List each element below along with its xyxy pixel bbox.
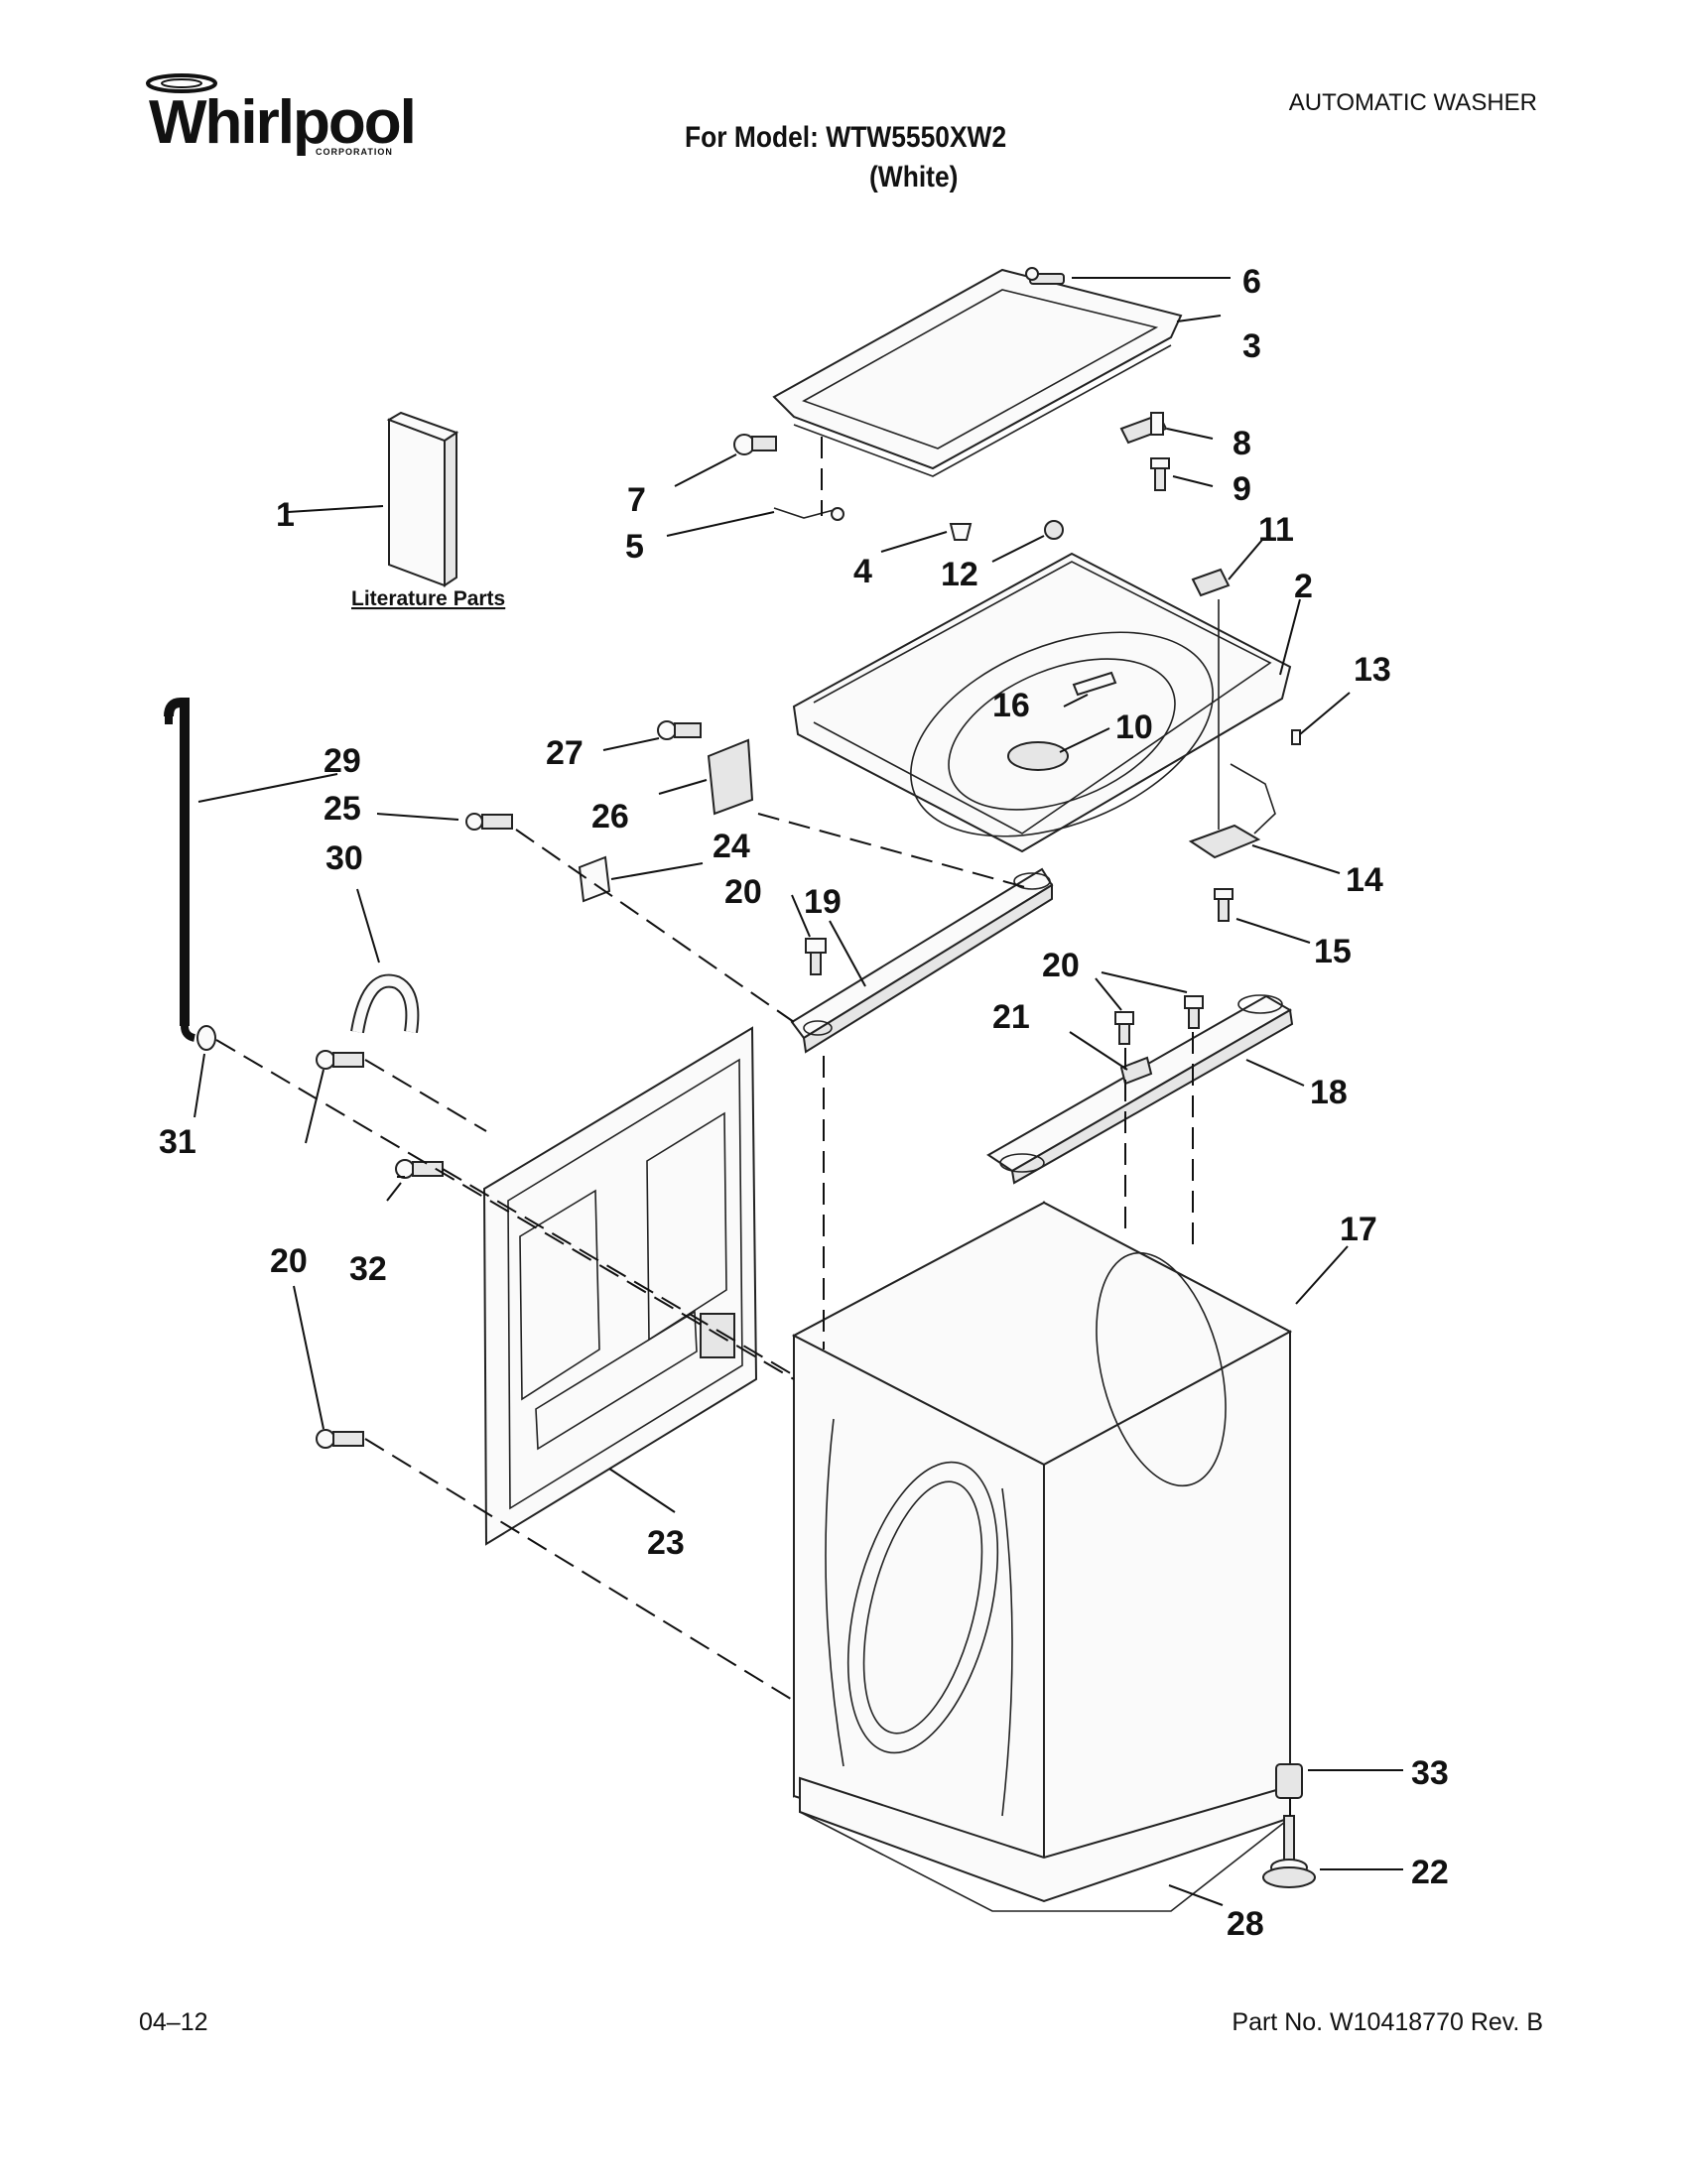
callout-23: 23 — [647, 1524, 685, 1562]
callout-10: 10 — [1115, 708, 1153, 746]
rear-panel-23 — [482, 1026, 758, 1546]
callout-13: 13 — [1354, 651, 1391, 689]
callout-25: 25 — [324, 790, 361, 828]
washer-top — [792, 552, 1292, 853]
cabinet-17 — [791, 1201, 1293, 1877]
callout-26: 26 — [591, 798, 629, 835]
grommet-12 — [1044, 520, 1064, 540]
screw-15 — [1214, 888, 1234, 922]
clip-13 — [1291, 729, 1301, 745]
screw-25 — [465, 813, 513, 831]
literature-parts — [386, 411, 459, 587]
callout-3: 3 — [1242, 327, 1261, 365]
lid-strike — [1119, 412, 1168, 445]
callout-14: 14 — [1346, 861, 1383, 899]
revision-date: 04–12 — [139, 2008, 208, 2036]
callout-1: 1 — [276, 496, 295, 534]
screw-20-left-a — [316, 1050, 364, 1070]
lid-switch-14 — [1188, 599, 1276, 859]
callout-labels: 6 3 8 9 7 5 1 4 12 11 2 13 16 10 27 29 2… — [159, 263, 1449, 1943]
part-number: Part No. W10418770 Rev. B — [1232, 2008, 1543, 2036]
callout-20: 20 — [724, 873, 762, 911]
screw-20-left-b — [316, 1429, 364, 1449]
leveling-leg-22 — [1262, 1815, 1316, 1888]
screw-9 — [1150, 457, 1170, 491]
callout-9: 9 — [1233, 470, 1251, 508]
model-title: For Model: WTW5550XW2 — [685, 121, 1007, 154]
callout-20: 20 — [270, 1242, 308, 1280]
callout-12: 12 — [941, 556, 978, 593]
callout-15: 15 — [1314, 933, 1352, 970]
leader-lines — [194, 277, 1403, 1906]
callout-29: 29 — [324, 742, 361, 780]
callout-24: 24 — [713, 828, 750, 865]
callout-19: 19 — [804, 883, 842, 921]
callout-28: 28 — [1227, 1905, 1264, 1943]
callout-32: 32 — [349, 1250, 387, 1288]
brand-name: Whirlpool — [149, 88, 417, 157]
lid-hinge-small — [1025, 267, 1065, 285]
callout-17: 17 — [1340, 1211, 1377, 1248]
callout-31: 31 — [159, 1123, 196, 1161]
front-brace-19 — [790, 867, 1054, 1054]
callout-33: 33 — [1411, 1754, 1449, 1792]
callout-30: 30 — [325, 839, 363, 877]
drain-hose — [164, 698, 196, 1042]
clip-24 — [578, 855, 611, 903]
callout-18: 18 — [1310, 1074, 1348, 1111]
label-16 — [1072, 671, 1117, 697]
hinge-pin-5 — [773, 507, 844, 521]
callout-11: 11 — [1258, 511, 1294, 549]
screw-20-rear-b — [1184, 995, 1204, 1029]
dispenser-10 — [1007, 741, 1069, 771]
hinge-screw-7 — [733, 434, 777, 455]
callout-6: 6 — [1242, 263, 1261, 301]
callout-4: 4 — [853, 553, 872, 590]
callout-21: 21 — [992, 998, 1030, 1036]
screw-27 — [657, 720, 702, 740]
callout-20: 20 — [1042, 947, 1080, 984]
callout-7: 7 — [627, 481, 646, 519]
callout-5: 5 — [625, 528, 644, 566]
hose-clamp-31 — [196, 1025, 216, 1051]
callout-2: 2 — [1294, 568, 1313, 605]
switch-actuator-11 — [1191, 568, 1231, 597]
rear-brace-18 — [986, 994, 1294, 1185]
bracket-26 — [707, 738, 754, 816]
hose-guide-30 — [350, 973, 420, 1034]
callout-8: 8 — [1233, 425, 1251, 462]
callout-16: 16 — [992, 687, 1030, 724]
bumper-4 — [949, 523, 973, 541]
whirlpool-logo — [146, 73, 217, 93]
callout-22: 22 — [1411, 1854, 1449, 1891]
alignment-lines — [215, 437, 1291, 1816]
screw-20-rear-a — [1114, 1011, 1134, 1045]
document-type: AUTOMATIC WASHER — [1288, 89, 1537, 116]
foot-insert-33 — [1275, 1763, 1303, 1799]
screw-32 — [395, 1159, 444, 1179]
model-color: (White) — [869, 161, 959, 193]
callout-27: 27 — [546, 734, 584, 772]
literature-parts-label: Literature Parts — [351, 587, 505, 610]
lid — [772, 268, 1183, 477]
screw-20-upper — [805, 938, 827, 975]
brand-subtitle: CORPORATION — [316, 147, 393, 157]
clip-21 — [1119, 1056, 1153, 1086]
